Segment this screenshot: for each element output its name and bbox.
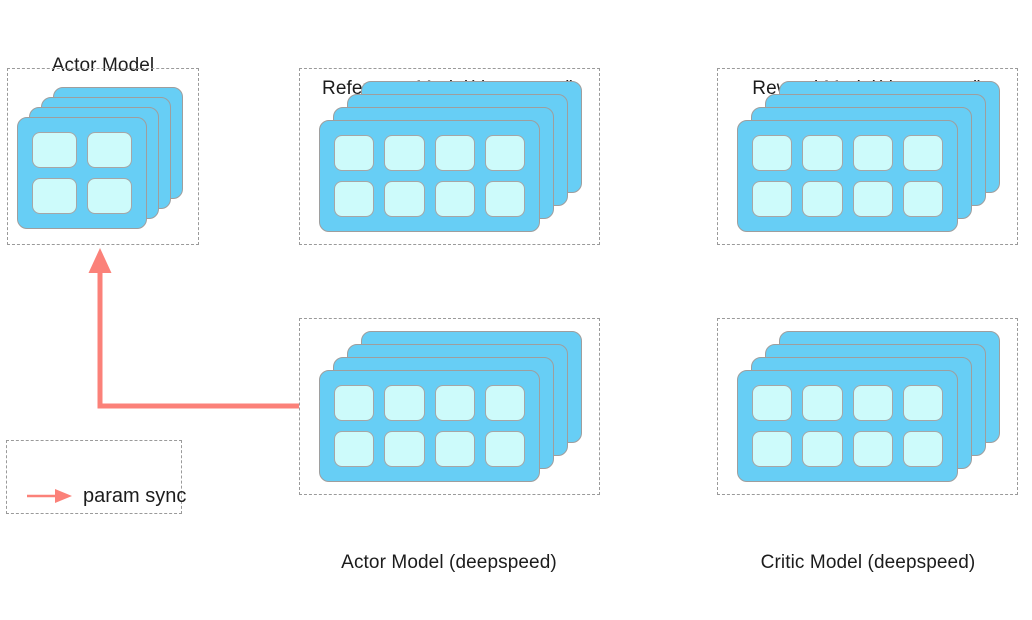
group-container-reward[interactable] [717, 68, 1018, 245]
card-cell [752, 431, 793, 467]
card-stack-reference [300, 69, 599, 244]
group-label-critic-line1: Critic Model (deepspeed) [760, 552, 976, 573]
card-layer-1 [17, 117, 147, 229]
card-cell [87, 132, 132, 168]
legend-container[interactable]: param sync [6, 440, 187, 514]
card-cell [752, 181, 793, 217]
card-cell [484, 181, 525, 217]
card-layer-1 [319, 120, 540, 232]
card-cell [384, 431, 425, 467]
card-cell [87, 178, 132, 214]
card-cell-grid [738, 371, 957, 481]
group-container-reference[interactable] [299, 68, 600, 245]
group-label-actor-vllm-line1: Actor Model [51, 55, 155, 76]
group-container-actor-vllm[interactable] [7, 68, 199, 245]
card-cell [852, 135, 893, 171]
card-cell-grid [320, 371, 539, 481]
card-cell [334, 181, 375, 217]
card-cell [384, 181, 425, 217]
card-cell [334, 431, 375, 467]
group-label-critic: Critic Model (deepspeed) [712, 505, 1024, 620]
card-stack-critic [718, 319, 1017, 494]
card-cell [802, 385, 843, 421]
card-layer-1 [319, 370, 540, 482]
card-cell-grid [320, 121, 539, 231]
card-cell [902, 181, 943, 217]
group-label-actor-deepspeed: Actor Model (deepspeed) [293, 505, 605, 620]
card-cell-grid [738, 121, 957, 231]
card-cell [484, 431, 525, 467]
card-stack-actor-vllm [8, 69, 198, 244]
card-cell [902, 385, 943, 421]
card-cell [484, 135, 525, 171]
param-sync-arrow-icon [88, 248, 299, 409]
card-cell [384, 135, 425, 171]
card-cell [802, 431, 843, 467]
group-container-actor-deepspeed[interactable] [299, 318, 600, 495]
card-cell-grid [18, 118, 146, 228]
card-layer-1 [737, 120, 958, 232]
card-cell [902, 135, 943, 171]
card-cell [434, 135, 475, 171]
diagram-canvas: Actor Model (generation, vllm) Reference… [6, 55, 1018, 573]
card-cell [384, 385, 425, 421]
card-cell [852, 385, 893, 421]
card-stack-actor-deepspeed [300, 319, 599, 494]
card-cell [852, 181, 893, 217]
card-cell [852, 431, 893, 467]
card-cell [32, 178, 77, 214]
legend-label: param sync [83, 485, 187, 507]
card-cell [334, 385, 375, 421]
card-cell [434, 181, 475, 217]
card-cell [752, 385, 793, 421]
card-layer-1 [737, 370, 958, 482]
card-cell [334, 135, 375, 171]
card-cell [802, 135, 843, 171]
card-cell [434, 385, 475, 421]
group-container-critic[interactable] [717, 318, 1018, 495]
card-cell [32, 132, 77, 168]
card-stack-reward [718, 69, 1017, 244]
group-label-actor-deepspeed-line1: Actor Model (deepspeed) [341, 552, 557, 573]
legend-entry-param-sync: param sync [7, 481, 187, 511]
card-cell [902, 431, 943, 467]
card-cell [484, 385, 525, 421]
card-cell [752, 135, 793, 171]
legend-arrow-icon [27, 489, 72, 503]
card-cell [802, 181, 843, 217]
card-cell [434, 431, 475, 467]
